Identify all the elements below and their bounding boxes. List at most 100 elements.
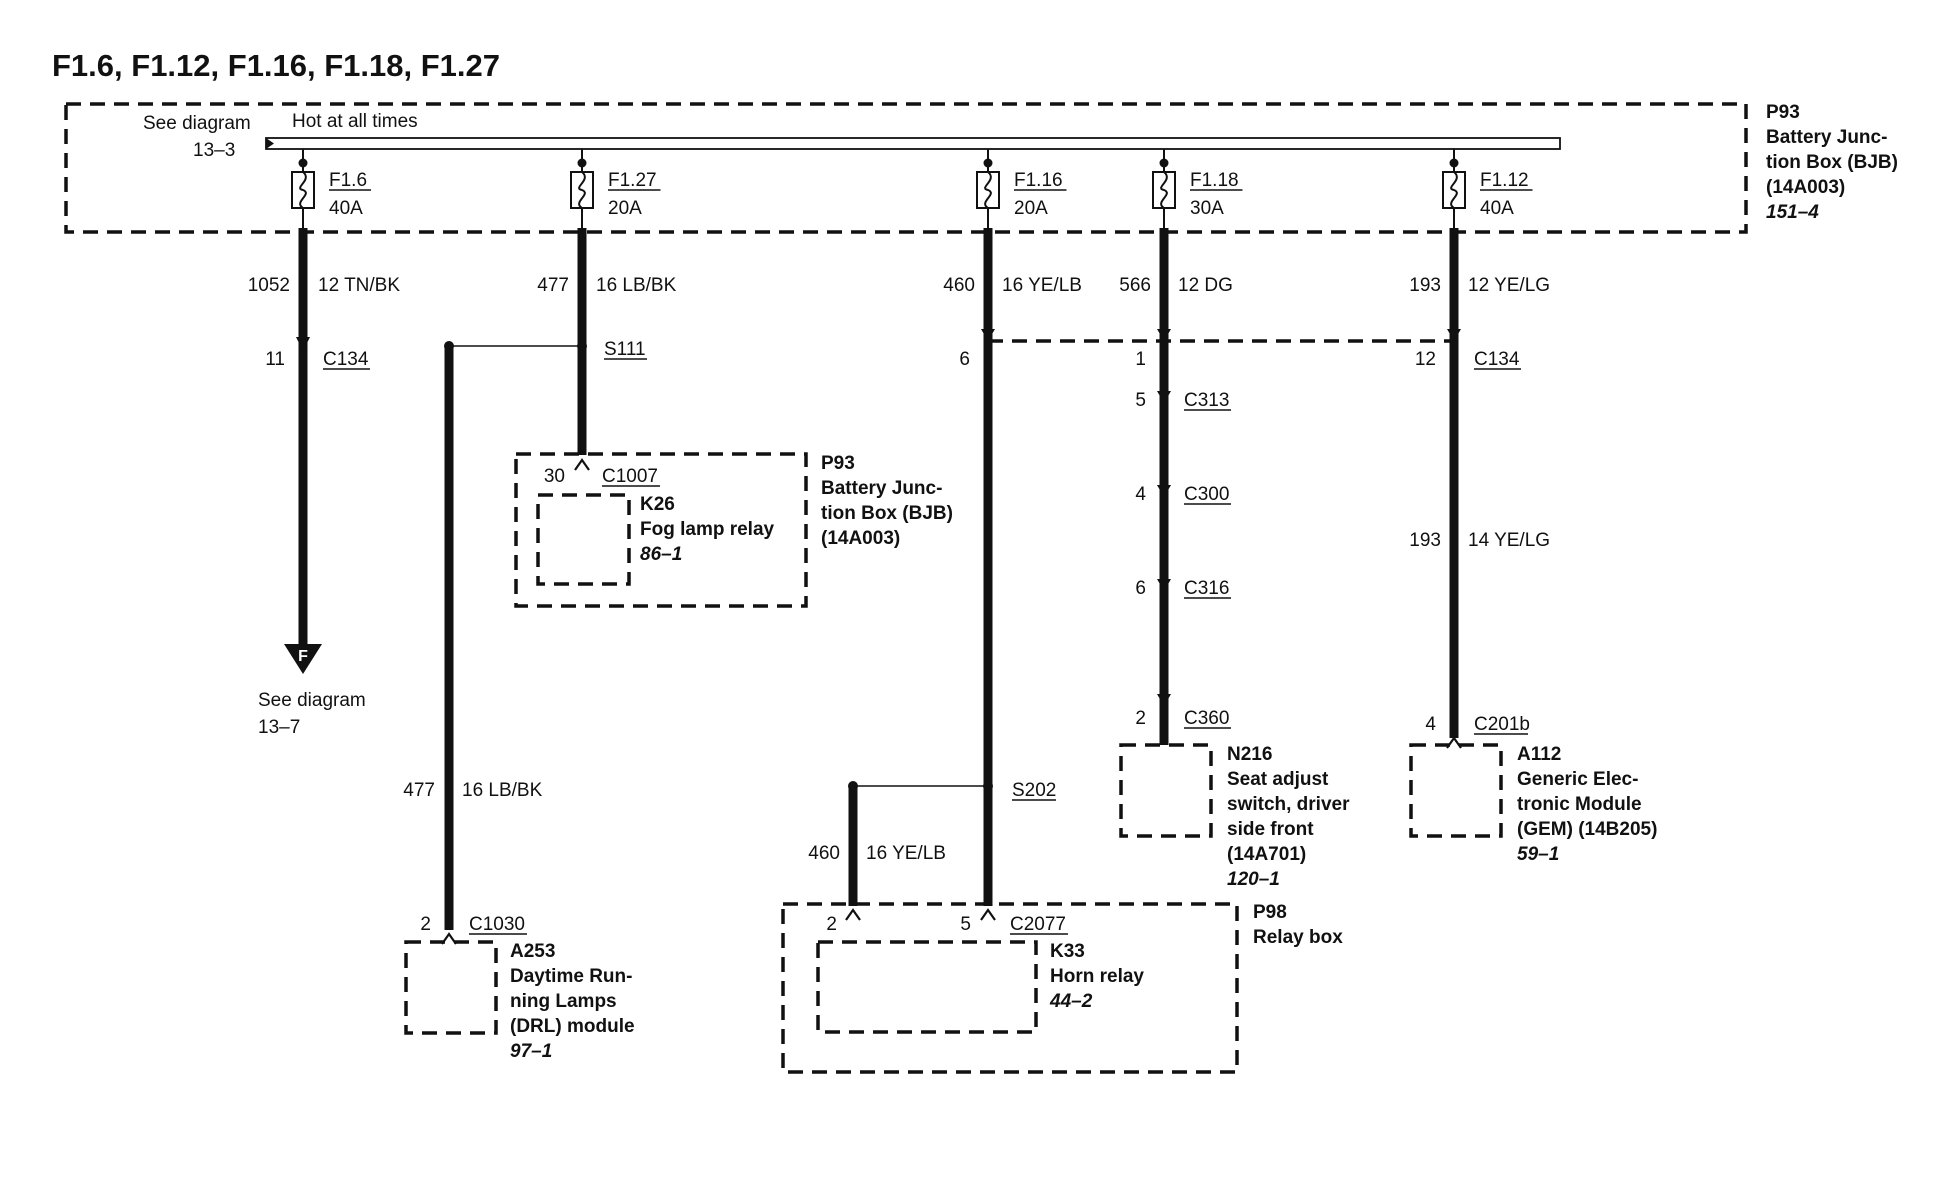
c2077-name: C2077 xyxy=(1010,914,1066,935)
wire-460-gauge: 16 YE/LB xyxy=(1002,275,1082,296)
k26-box-part: (14A003) xyxy=(821,528,900,549)
fuse-rating-label: 20A xyxy=(1014,198,1048,219)
receptacle-group xyxy=(441,458,1462,945)
k33-name: Horn relay xyxy=(1050,966,1144,987)
fuse-f1-18: F1.18 30A xyxy=(1152,149,1243,228)
a112-id: A112 xyxy=(1517,744,1561,765)
fuse-f1-12: F1.12 40A xyxy=(1442,149,1533,228)
pin-mark-group xyxy=(981,329,1461,706)
c134-mid-mark xyxy=(981,329,995,341)
bjb-location: P93 xyxy=(1766,102,1800,123)
c1030-pin: 2 xyxy=(420,914,431,935)
a112-line1: Generic Elec- xyxy=(1517,769,1638,790)
c313-name: C313 xyxy=(1184,390,1229,411)
wire-477-circuit: 477 xyxy=(537,275,569,296)
c300-pin: 4 xyxy=(1135,484,1146,505)
c1007-pin: 30 xyxy=(544,466,565,487)
k26-id: K26 xyxy=(640,494,675,515)
bjb-name-line2: tion Box (BJB) xyxy=(1766,152,1898,173)
s111-splice-dot xyxy=(577,341,587,351)
c134-left-name: C134 xyxy=(323,349,369,370)
k26-page-ref: 86–1 xyxy=(640,544,682,565)
fuse-rating-label: 20A xyxy=(608,198,642,219)
s111-label: S111 xyxy=(604,339,646,360)
fuse-rating-label: 40A xyxy=(329,198,363,219)
c360-pin: 2 xyxy=(1135,708,1146,729)
fuse-f1-27: F1.27 20A xyxy=(570,149,661,228)
k26-box-location: P93 xyxy=(821,453,855,474)
bjb-name-line1: Battery Junc- xyxy=(1766,127,1887,148)
n216-box xyxy=(1119,743,1213,838)
a112-page-ref: 59–1 xyxy=(1517,844,1559,865)
c134-mid2-pin: 1 xyxy=(1135,349,1146,370)
k26-name: Fog lamp relay xyxy=(640,519,775,540)
c2077-receptacle-a xyxy=(845,908,861,921)
c2077-receptacle-b xyxy=(980,908,996,921)
bjb-page-ref: 151–4 xyxy=(1766,202,1819,223)
c2077-pin-a: 2 xyxy=(826,914,837,935)
c201b-name: C201b xyxy=(1474,714,1530,735)
c1007-name: C1007 xyxy=(602,466,658,487)
k33-relay-box xyxy=(781,902,1239,1074)
c134-right-mark xyxy=(1447,329,1461,341)
bjb-see-diagram: See diagram xyxy=(143,113,251,134)
c316-pin: 6 xyxy=(1135,578,1146,599)
wire-1052-circuit: 1052 xyxy=(248,275,290,296)
n216-line1: Seat adjust xyxy=(1227,769,1329,790)
a253-page-ref: 97–1 xyxy=(510,1041,552,1062)
c313-mark xyxy=(1157,391,1171,403)
power-bus-bar xyxy=(265,137,1561,150)
c134-right-pin: 12 xyxy=(1415,349,1436,370)
s202-splice-dot xyxy=(983,781,993,791)
n216-line3: side front xyxy=(1227,819,1314,840)
c300-mark xyxy=(1157,485,1171,497)
n216-line2: switch, driver xyxy=(1227,794,1350,815)
s202-label: S202 xyxy=(1012,780,1056,801)
c360-name: C360 xyxy=(1184,708,1229,729)
fuse-id-label: F1.12 xyxy=(1480,170,1529,191)
fuse-rating-label: 40A xyxy=(1480,198,1514,219)
c360-mark xyxy=(1157,694,1171,706)
offpage-ref: 13–7 xyxy=(258,717,300,738)
wire-477-gauge: 16 LB/BK xyxy=(596,275,677,296)
a112-line3: (GEM) (14B205) xyxy=(1517,819,1657,840)
c1007-receptacle xyxy=(574,458,590,471)
c316-mark xyxy=(1157,579,1171,591)
c1030-name: C1030 xyxy=(469,914,525,935)
wire-1052-gauge: 12 TN/BK xyxy=(318,275,400,296)
diagram-title: F1.6, F1.12, F1.16, F1.18, F1.27 xyxy=(52,48,500,83)
a253-line3: (DRL) module xyxy=(510,1016,635,1037)
c134-mid2-mark xyxy=(1157,329,1171,341)
fuse-rating-label: 30A xyxy=(1190,198,1224,219)
c201b-pin: 4 xyxy=(1425,714,1436,735)
fuse-id-label: F1.18 xyxy=(1190,170,1239,191)
c134-right-name: C134 xyxy=(1474,349,1520,370)
n216-part: (14A701) xyxy=(1227,844,1306,865)
c2077-pin-b: 5 xyxy=(960,914,971,935)
bjb-see-diagram-ref: 13–3 xyxy=(193,140,235,161)
a112-box xyxy=(1409,743,1503,838)
relay-box-name: Relay box xyxy=(1253,927,1343,948)
wire-566-circuit: 566 xyxy=(1119,275,1151,296)
a253-box xyxy=(404,940,498,1035)
wire-193-circuit: 193 xyxy=(1409,275,1441,296)
c316-name: C316 xyxy=(1184,578,1229,599)
wire-477b-circuit: 477 xyxy=(403,780,435,801)
wire-460b-gauge: 16 YE/LB xyxy=(866,843,946,864)
wire-460-circuit: 460 xyxy=(943,275,975,296)
wire-566-gauge: 12 DG xyxy=(1178,275,1233,296)
c313-pin: 5 xyxy=(1135,390,1146,411)
c134-mid-pin: 6 xyxy=(959,349,970,370)
fuse-id-label: F1.27 xyxy=(608,170,657,191)
a253-line2: ning Lamps xyxy=(510,991,617,1012)
offpage-arrow-f: F xyxy=(284,644,322,674)
wire-477b-gauge: 16 LB/BK xyxy=(462,780,543,801)
wire-193b-circuit: 193 xyxy=(1409,530,1441,551)
a253-line1: Daytime Run- xyxy=(510,966,632,987)
offpage-letter: F xyxy=(298,648,308,665)
wire-193b-gauge: 14 YE/LG xyxy=(1468,530,1550,551)
c134-left-pin: 11 xyxy=(265,349,285,370)
